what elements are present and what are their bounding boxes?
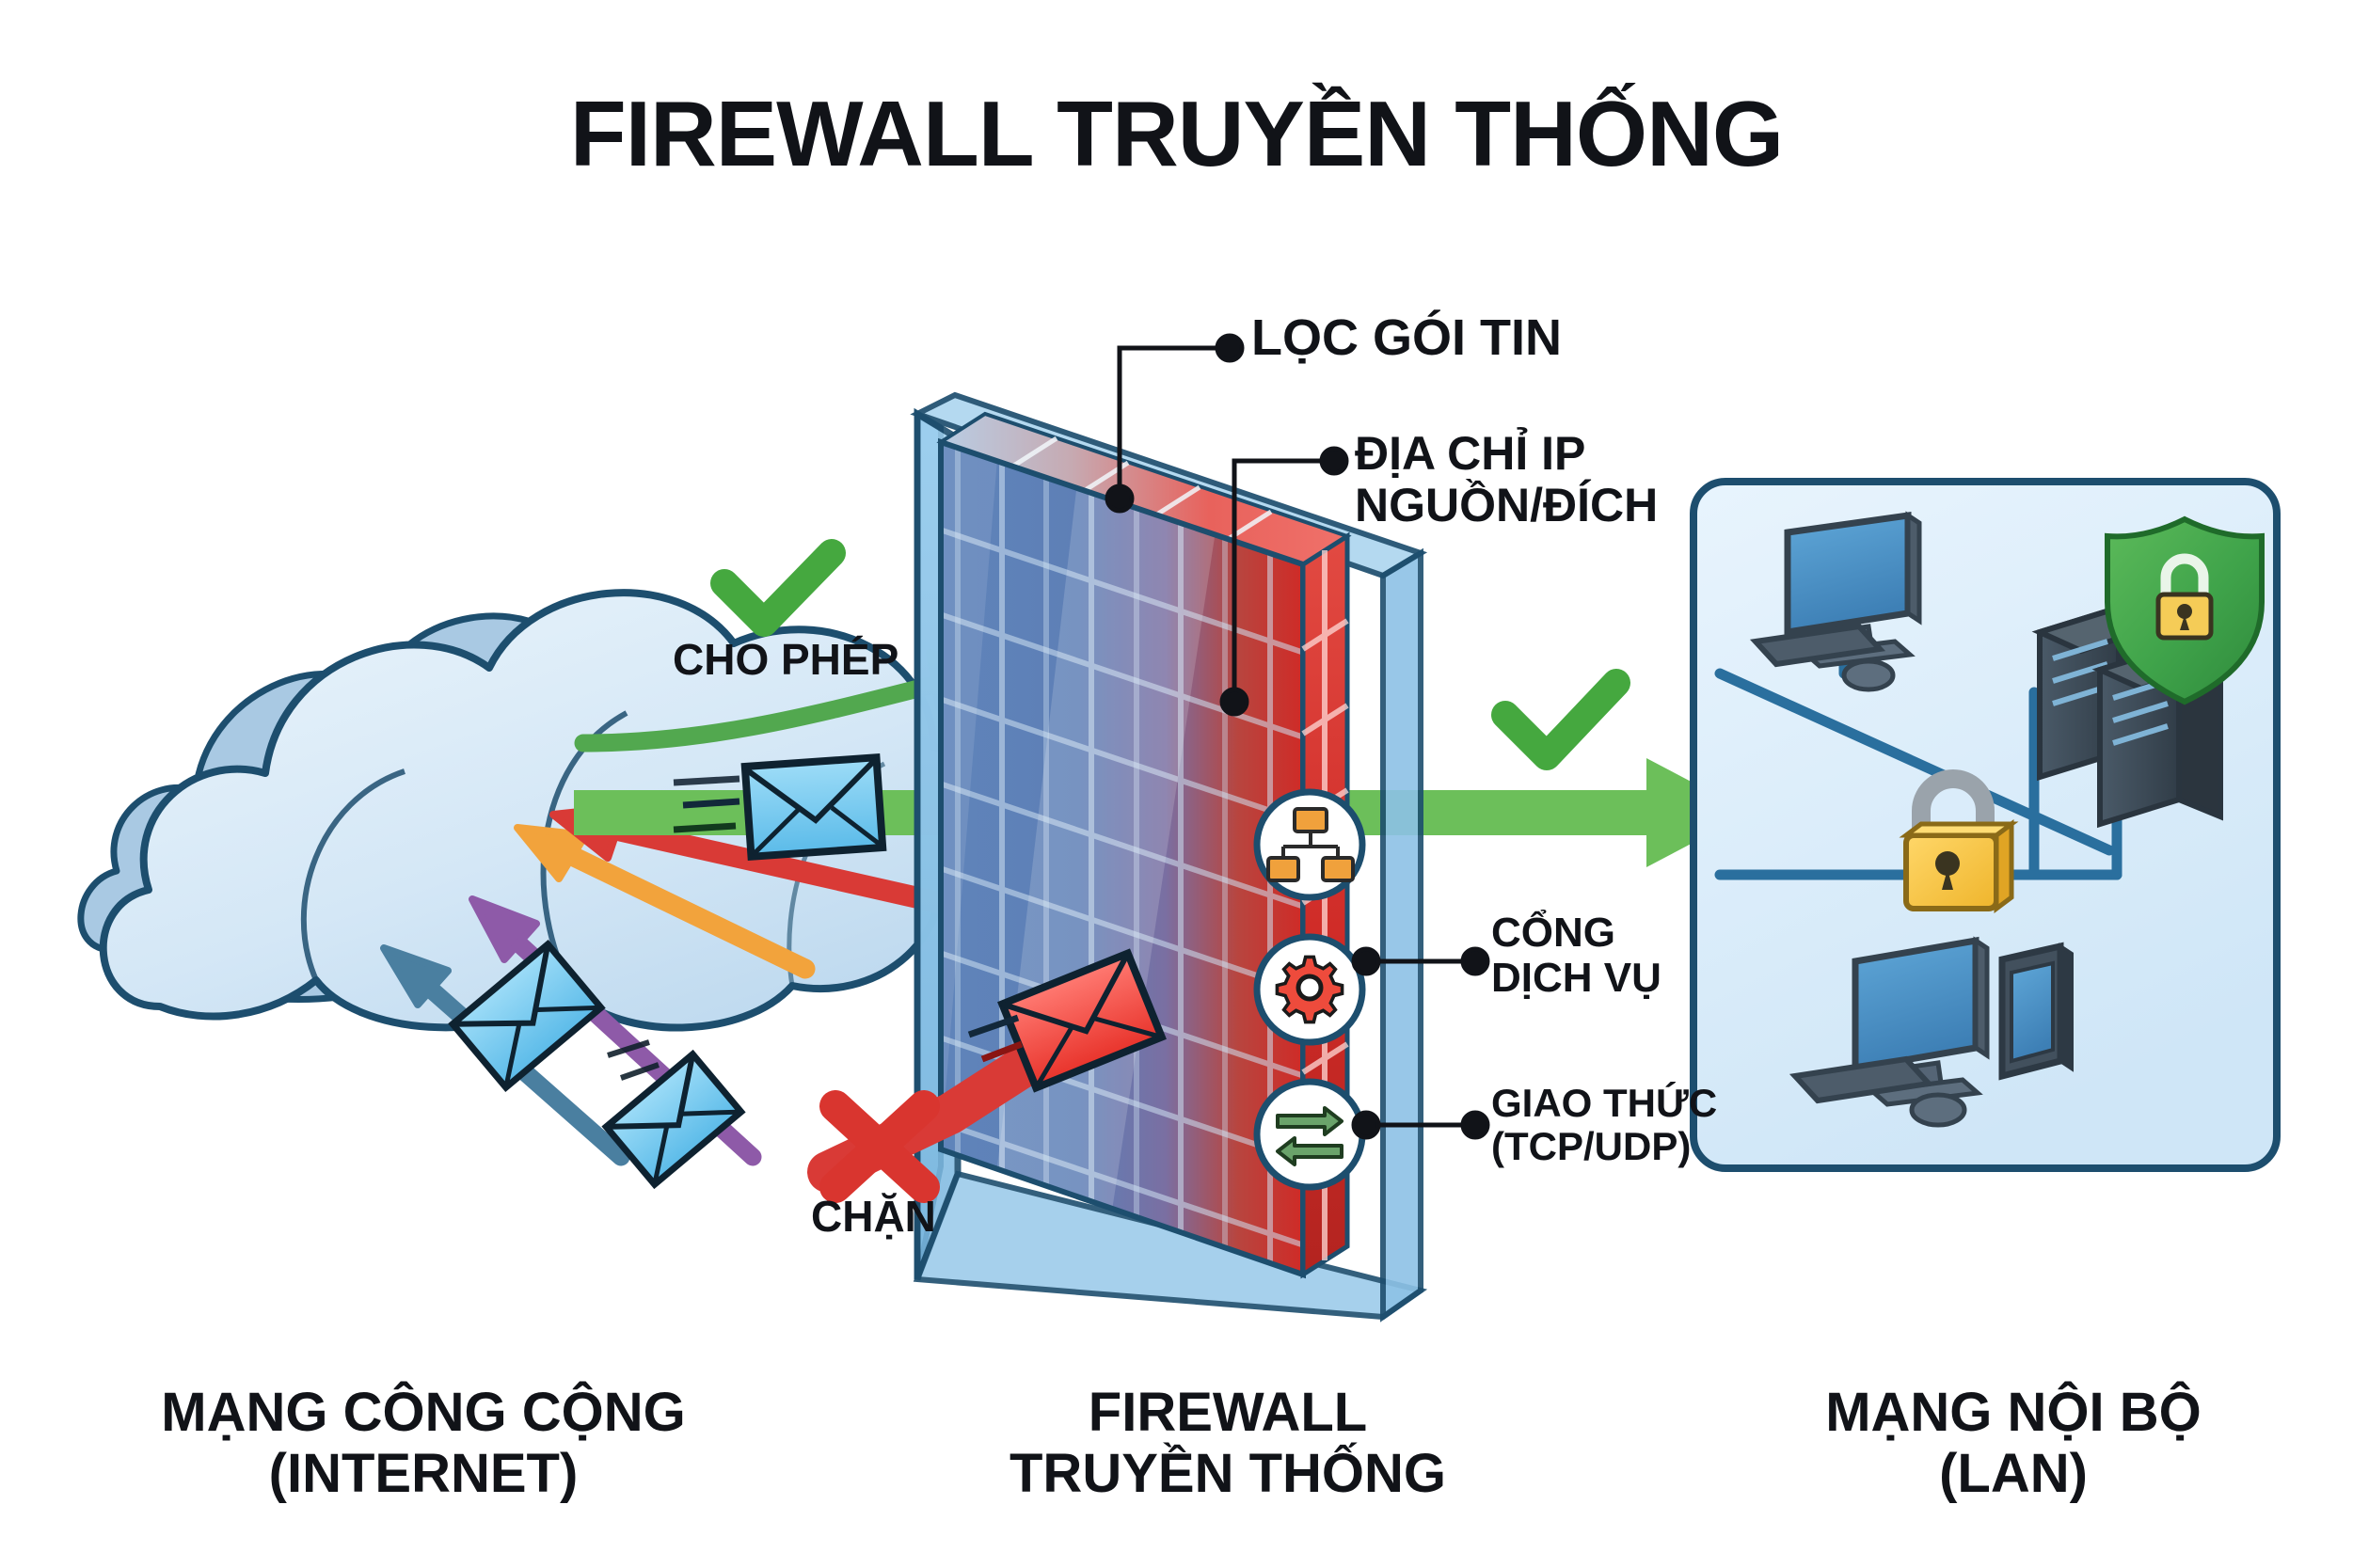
mouse-icon xyxy=(1841,658,1896,692)
envelope-icon xyxy=(740,752,887,862)
badge-protocol[interactable] xyxy=(1253,1078,1366,1191)
mouse-icon xyxy=(1909,1092,1967,1128)
label-service-port-line2: DỊCH VỤ xyxy=(1491,955,1661,1002)
page-title: FIREWALL TRUYỀN THỐNG xyxy=(569,82,1784,185)
keyboard-icon xyxy=(1749,623,1886,668)
caption-lan: MẠNG NỘI BỘ (LAN) xyxy=(1684,1382,2343,1505)
speed-lines xyxy=(967,1014,1024,1063)
label-allow: CHO PHÉP xyxy=(673,635,899,684)
label-packet-filter: LỌC GÓI TIN xyxy=(1251,309,1562,366)
leader-line-ip-address xyxy=(1219,446,1349,717)
badge-service-port[interactable] xyxy=(1253,933,1366,1046)
network-tree-icon xyxy=(1266,807,1355,882)
lan-panel xyxy=(1690,478,2281,1172)
exchange-arrows-icon xyxy=(1276,1106,1343,1166)
caption-public-network: MẠNG CÔNG CỘNG (INTERNET) xyxy=(38,1382,809,1505)
shield-lock-icon xyxy=(2105,515,2265,705)
caption-public-network-line1: MẠNG CÔNG CỘNG xyxy=(161,1382,686,1443)
caption-firewall-line2: TRUYỀN THỐNG xyxy=(1010,1442,1446,1504)
envelope-icon xyxy=(997,948,1167,1093)
label-protocol-line2: (TCP/UDP) xyxy=(1491,1124,1692,1169)
label-ip-address-line2: NGUỒN/ĐÍCH xyxy=(1355,479,1659,531)
tablet-icon xyxy=(1998,942,2074,1081)
check-icon xyxy=(710,539,846,637)
cross-icon xyxy=(819,1090,940,1203)
envelope-icon xyxy=(601,1049,746,1190)
caption-public-network-line2: (INTERNET) xyxy=(268,1442,579,1504)
caption-firewall-line1: FIREWALL xyxy=(1088,1382,1368,1443)
badge-network-tree[interactable] xyxy=(1253,788,1366,901)
return-arrow-orange xyxy=(514,824,816,979)
leader-line-service-port xyxy=(1351,946,1490,976)
leader-line-packet-filter xyxy=(1105,333,1245,514)
envelope-icon xyxy=(448,939,606,1093)
caption-lan-line2: (LAN) xyxy=(1939,1442,2088,1504)
leader-line-protocol xyxy=(1351,1110,1490,1140)
label-service-port-line1: CỔNG xyxy=(1491,910,1615,956)
label-service-port: CỔNG DỊCH VỤ xyxy=(1491,910,1661,1002)
speed-lines xyxy=(673,775,740,833)
caption-lan-line1: MẠNG NỘI BỘ xyxy=(1825,1382,2202,1443)
keyboard-icon xyxy=(1789,1055,1935,1104)
label-block: CHẶN xyxy=(811,1192,936,1241)
caption-firewall: FIREWALL TRUYỀN THỐNG xyxy=(898,1382,1557,1505)
check-icon xyxy=(1491,669,1630,770)
speed-lines xyxy=(607,1039,660,1081)
label-protocol-line1: GIAO THỨC xyxy=(1491,1081,1718,1125)
label-protocol: GIAO THỨC (TCP/UDP) xyxy=(1491,1081,1718,1169)
padlock-icon xyxy=(1899,769,2019,913)
label-ip-address-line1: ĐỊA CHỈ IP xyxy=(1355,427,1586,480)
gear-icon xyxy=(1275,955,1344,1024)
label-ip-address: ĐỊA CHỈ IP NGUỒN/ĐÍCH xyxy=(1355,428,1658,531)
